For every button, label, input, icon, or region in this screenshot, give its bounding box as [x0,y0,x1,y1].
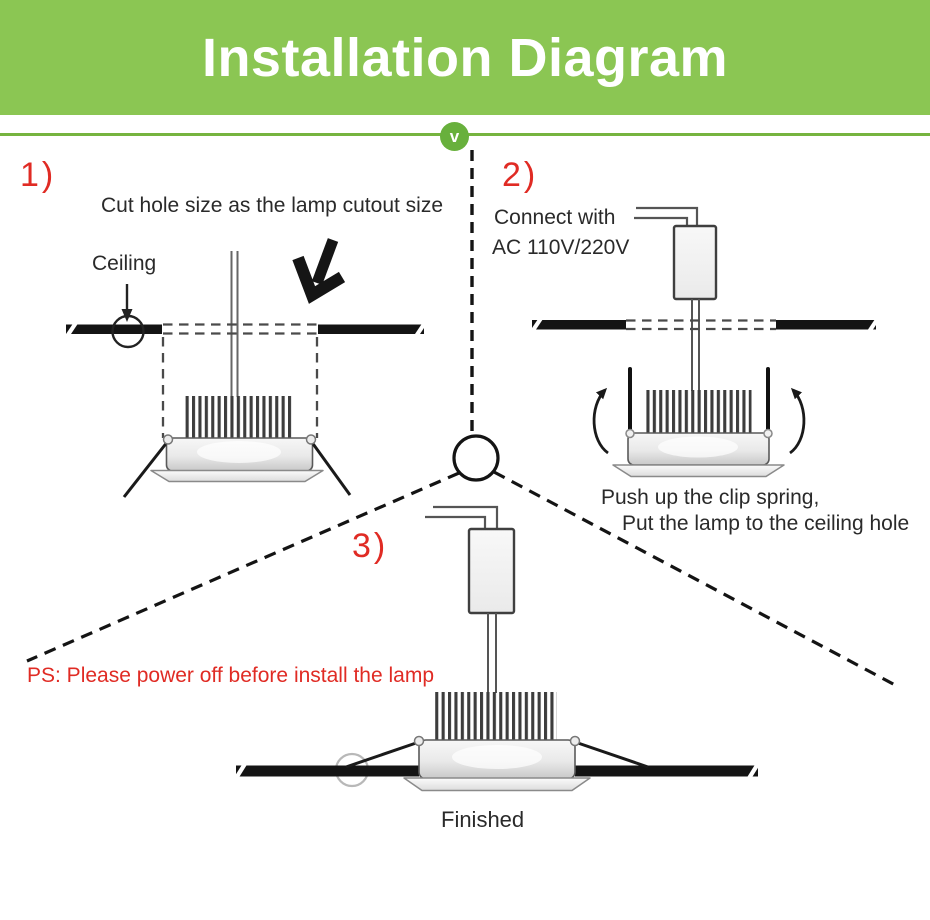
ceiling-break [529,317,544,333]
clip-pivot [763,428,773,439]
page-title: Installation Diagram [201,27,729,88]
clip-pivot [413,735,425,747]
lamp-wire [487,613,497,693]
left-dashed-line [26,471,460,663]
center-circle [452,434,500,482]
driver-box [672,224,718,301]
clip-pivot [569,735,581,747]
cutout-dashes-horizontal [163,323,318,335]
ceiling-label: Ceiling [92,252,157,275]
ceiling-line-right [575,765,758,777]
supply-wires [425,505,499,529]
right-dashed-line [493,470,898,688]
clip-pivot [162,434,174,445]
step3-number: 3) [352,527,389,565]
step2-note-line1: Push up the clip spring, [601,486,820,509]
downlight-lamp [122,396,352,498]
clip-pivot [305,434,317,445]
downlight-lamp-installed [345,692,649,792]
step2-note-line2: Put the lamp to the ceiling hole [622,512,910,535]
rotate-arrow-right [789,387,806,455]
step2-caption-line2: AC 110V/220V [492,236,630,259]
header-banner: Installation Diagram [0,0,930,115]
step2-number: 2) [502,156,539,194]
clip-spring-right [574,740,649,769]
step1-figure [64,238,428,498]
ceiling-break [866,317,881,333]
ceiling-break [413,322,428,337]
ceiling-break [64,322,79,337]
step1-number: 1) [20,156,57,194]
heatsink-fins [434,692,557,740]
clip-spring-right [309,440,352,496]
step2-figure [529,206,881,478]
heatsink-fins [184,396,293,438]
ceiling-line-right [776,320,876,330]
ceiling-break [233,763,248,779]
clip-spring-left [345,740,420,769]
clip-pivot [625,428,635,439]
driver-box [467,527,516,615]
power-off-warning: PS: Please power off before install the … [27,664,435,687]
finished-label: Finished [441,807,525,832]
ceiling-break [746,763,761,779]
supply-wires [634,206,699,226]
trim-ring [403,777,591,792]
trim-ring [612,464,785,478]
ceiling-line-left [66,324,162,334]
lamp-wire [691,299,700,391]
rotate-arrow-left [592,387,609,455]
ceiling-line-right [318,324,424,334]
insert-direction-arrow [292,238,346,304]
heatsink-fins [643,390,752,433]
clip-spring-left [122,440,170,498]
lamp-body-highlight [658,436,738,458]
ceiling-line-left [532,320,626,330]
step1-caption: Cut hole size as the lamp cutout size [101,194,444,217]
downlight-lamp [612,390,785,478]
v-badge: v [440,122,469,151]
lamp-body-highlight [452,745,542,769]
center-connectors [26,150,898,688]
step2-caption-line1: Connect with [494,206,616,229]
ceiling-line-left [236,765,419,777]
lamp-body-highlight [197,441,281,463]
trim-ring [150,469,324,483]
ceiling-marker-circle [111,314,145,349]
step3-figure [233,505,761,792]
cutout-dashes-vertical [161,337,319,438]
cutout-dashes-horizontal [626,319,776,331]
